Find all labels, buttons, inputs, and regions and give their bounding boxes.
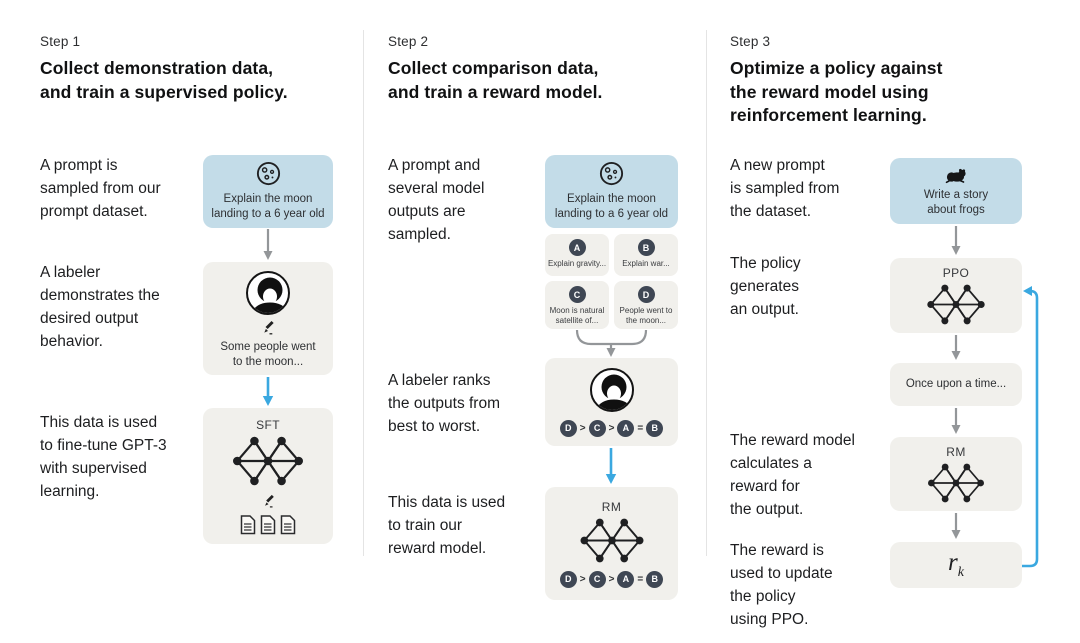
- rank-badge: A: [617, 419, 635, 437]
- ranking-row: D > C > A = B: [559, 570, 664, 588]
- ranking-row: D > C > A = B: [559, 419, 664, 437]
- output-badge: D: [637, 286, 655, 303]
- rm-label: RM: [946, 445, 966, 459]
- output-box-a: A Explain gravity...: [545, 234, 609, 276]
- step-1-labeler-box: Some people went to the moon...: [203, 262, 333, 375]
- labeler-icon: [246, 271, 290, 315]
- step-2-caption-rank: A labeler ranks the outputs from best to…: [388, 372, 501, 435]
- step-3-caption-policy: The policy generates an output.: [730, 255, 801, 318]
- step-2-label: Step 2: [388, 34, 429, 49]
- output-text: Explain war...: [622, 259, 670, 268]
- step-1-caption-labeler: A labeler demonstrates the desired outpu…: [40, 264, 160, 350]
- network-icon: [580, 518, 643, 562]
- rank-separator: >: [579, 573, 586, 585]
- step-1-title: Collect demonstration data, and train a …: [40, 58, 288, 102]
- step-1-label: Step 1: [40, 34, 81, 49]
- step-3-title: Optimize a policy against the reward mod…: [730, 58, 943, 125]
- step-2-labeler-box: D > C > A = B: [545, 358, 678, 446]
- rank-separator: =: [637, 573, 644, 585]
- rank-badge: A: [617, 570, 635, 588]
- step-2-prompt-text: Explain the moon landing to a 6 year old: [554, 193, 669, 220]
- step-1-prompt-box: Explain the moon landing to a 6 year old: [203, 155, 333, 228]
- sft-label: SFT: [256, 417, 280, 432]
- output-text: People went to the moon...: [619, 306, 673, 325]
- rm-label: RM: [601, 499, 622, 514]
- step-2-caption-prompt: A prompt and several model outputs are s…: [388, 157, 485, 243]
- moon-icon: [599, 161, 624, 186]
- step-1-sft-box: SFT: [203, 408, 333, 544]
- step-1-caption-prompt: A prompt is sampled from our prompt data…: [40, 157, 161, 220]
- rank-separator: >: [608, 573, 615, 585]
- column-divider: [363, 30, 364, 556]
- rank-separator: =: [637, 422, 644, 434]
- step-2-caption-train: This data is used to train our reward mo…: [388, 494, 506, 557]
- network-icon: [927, 284, 985, 325]
- frog-icon: [945, 168, 966, 184]
- step-3-caption-prompt: A new prompt is sampled from the dataset…: [730, 157, 840, 220]
- output-badge: B: [637, 239, 655, 256]
- output-text: Explain gravity...: [547, 259, 607, 268]
- rank-badge: D: [559, 570, 577, 588]
- step-2-prompt-box: Explain the moon landing to a 6 year old: [545, 155, 678, 228]
- network-icon: [928, 463, 984, 503]
- rank-badge: D: [559, 419, 577, 437]
- labeler-icon: [589, 367, 634, 412]
- step-3-output-text: Once upon a time...: [905, 378, 1007, 390]
- output-badge: A: [568, 239, 586, 256]
- step-3-prompt-box: Write a story about frogs: [890, 158, 1022, 224]
- rank-badge: B: [646, 570, 664, 588]
- output-text: Moon is natural satellite of...: [549, 306, 605, 325]
- rank-separator: >: [608, 422, 615, 434]
- reward-value: rk: [948, 549, 964, 580]
- rank-badge: B: [646, 419, 664, 437]
- step-1-caption-finetune: This data is used to fine-tune GPT-3 wit…: [40, 414, 167, 500]
- step-2-title: Collect comparison data, and train a rew…: [388, 58, 603, 102]
- column-divider: [706, 30, 707, 556]
- rank-badge: C: [588, 419, 606, 437]
- output-badge: C: [568, 286, 586, 303]
- pencil-icon: [264, 494, 274, 508]
- step-1-labeler-text: Some people went to the moon...: [220, 341, 316, 368]
- step-3-output-box: Once upon a time...: [890, 363, 1022, 406]
- documents-icon: [240, 514, 296, 535]
- step-3-rm-box: RM: [890, 437, 1022, 511]
- output-box-b: B Explain war...: [614, 234, 678, 276]
- step-3-caption-reward: The reward model calculates a reward for…: [730, 432, 855, 518]
- rank-badge: C: [588, 570, 606, 588]
- moon-icon: [256, 161, 280, 186]
- step-1-prompt-text: Explain the moon landing to a 6 year old: [211, 193, 325, 220]
- step-3-caption-update: The reward is used to update the policy …: [730, 542, 833, 628]
- output-box-d: D People went to the moon...: [614, 281, 678, 329]
- rank-separator: >: [579, 422, 586, 434]
- step-3-prompt-text: Write a story about frogs: [923, 189, 989, 216]
- pencil-icon: [264, 320, 274, 335]
- step-2-rm-box: RM D > C > A = B: [545, 487, 678, 600]
- step-3-label: Step 3: [730, 34, 771, 49]
- network-icon: [233, 436, 303, 485]
- step-3-ppo-box: PPO: [890, 258, 1022, 333]
- ppo-label: PPO: [942, 266, 970, 280]
- step-3-reward-value-box: rk: [890, 542, 1022, 588]
- output-box-c: C Moon is natural satellite of...: [545, 281, 609, 329]
